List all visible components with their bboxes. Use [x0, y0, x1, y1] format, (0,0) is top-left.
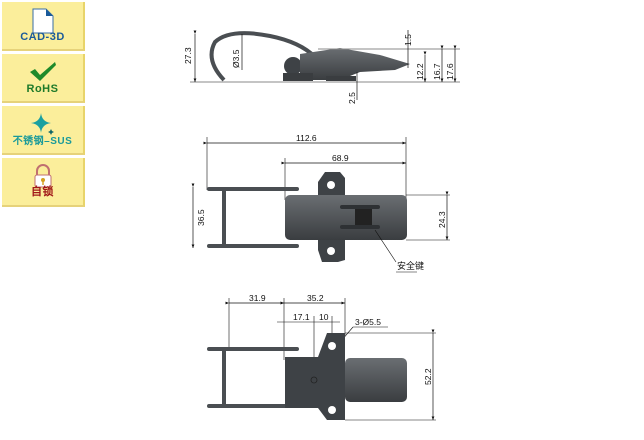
dim-17-6: 17.6 — [445, 63, 455, 80]
badge-label: RoHS — [26, 83, 59, 95]
dim-24-3: 24.3 — [437, 211, 447, 228]
dim-16-7: 16.7 — [432, 63, 442, 80]
side-view: 27.3 Ø3.5 1.5 12.2 16.7 17.6 2.5 — [183, 30, 460, 104]
padlock-icon — [34, 164, 51, 188]
dim-36-5: 36.5 — [196, 209, 206, 226]
sparkle-icon — [30, 113, 54, 135]
badge-label: CAD-3D — [20, 31, 65, 43]
document-icon — [32, 8, 53, 34]
dim-112-6: 112.6 — [296, 133, 317, 143]
dim-holes: 3-Ø5.5 — [355, 317, 381, 327]
badge-label: 不锈钢–SUS — [12, 136, 73, 147]
dim-10: 10 — [319, 312, 329, 322]
badge-label: 自锁 — [31, 186, 54, 198]
badge-stainless-sus[interactable]: 不锈钢–SUS — [2, 106, 85, 155]
badge-self-lock[interactable]: 自锁 — [2, 158, 85, 207]
top-view: 112.6 68.9 安全键 36.5 24.3 — [191, 133, 450, 273]
dim-27-3: 27.3 — [183, 47, 193, 64]
badge-cad-3d[interactable]: CAD-3D — [2, 2, 85, 51]
dim-52-2: 52.2 — [423, 368, 433, 385]
dim-68-9: 68.9 — [332, 153, 349, 163]
dim-17-1: 17.1 — [293, 312, 310, 322]
safety-key-callout: 安全键 — [397, 260, 424, 271]
dim-2-5: 2.5 — [347, 92, 357, 104]
dim-31-9: 31.9 — [249, 293, 266, 303]
dim-wire-diameter: Ø3.5 — [231, 49, 241, 68]
bottom-view: 31.9 35.2 17.1 10 3-Ø5.5 52.2 — [207, 293, 436, 421]
dim-35-2: 35.2 — [307, 293, 324, 303]
badge-rohs[interactable]: RoHS — [2, 54, 85, 103]
checkmark-icon — [29, 62, 56, 81]
dim-12-2: 12.2 — [415, 63, 425, 80]
